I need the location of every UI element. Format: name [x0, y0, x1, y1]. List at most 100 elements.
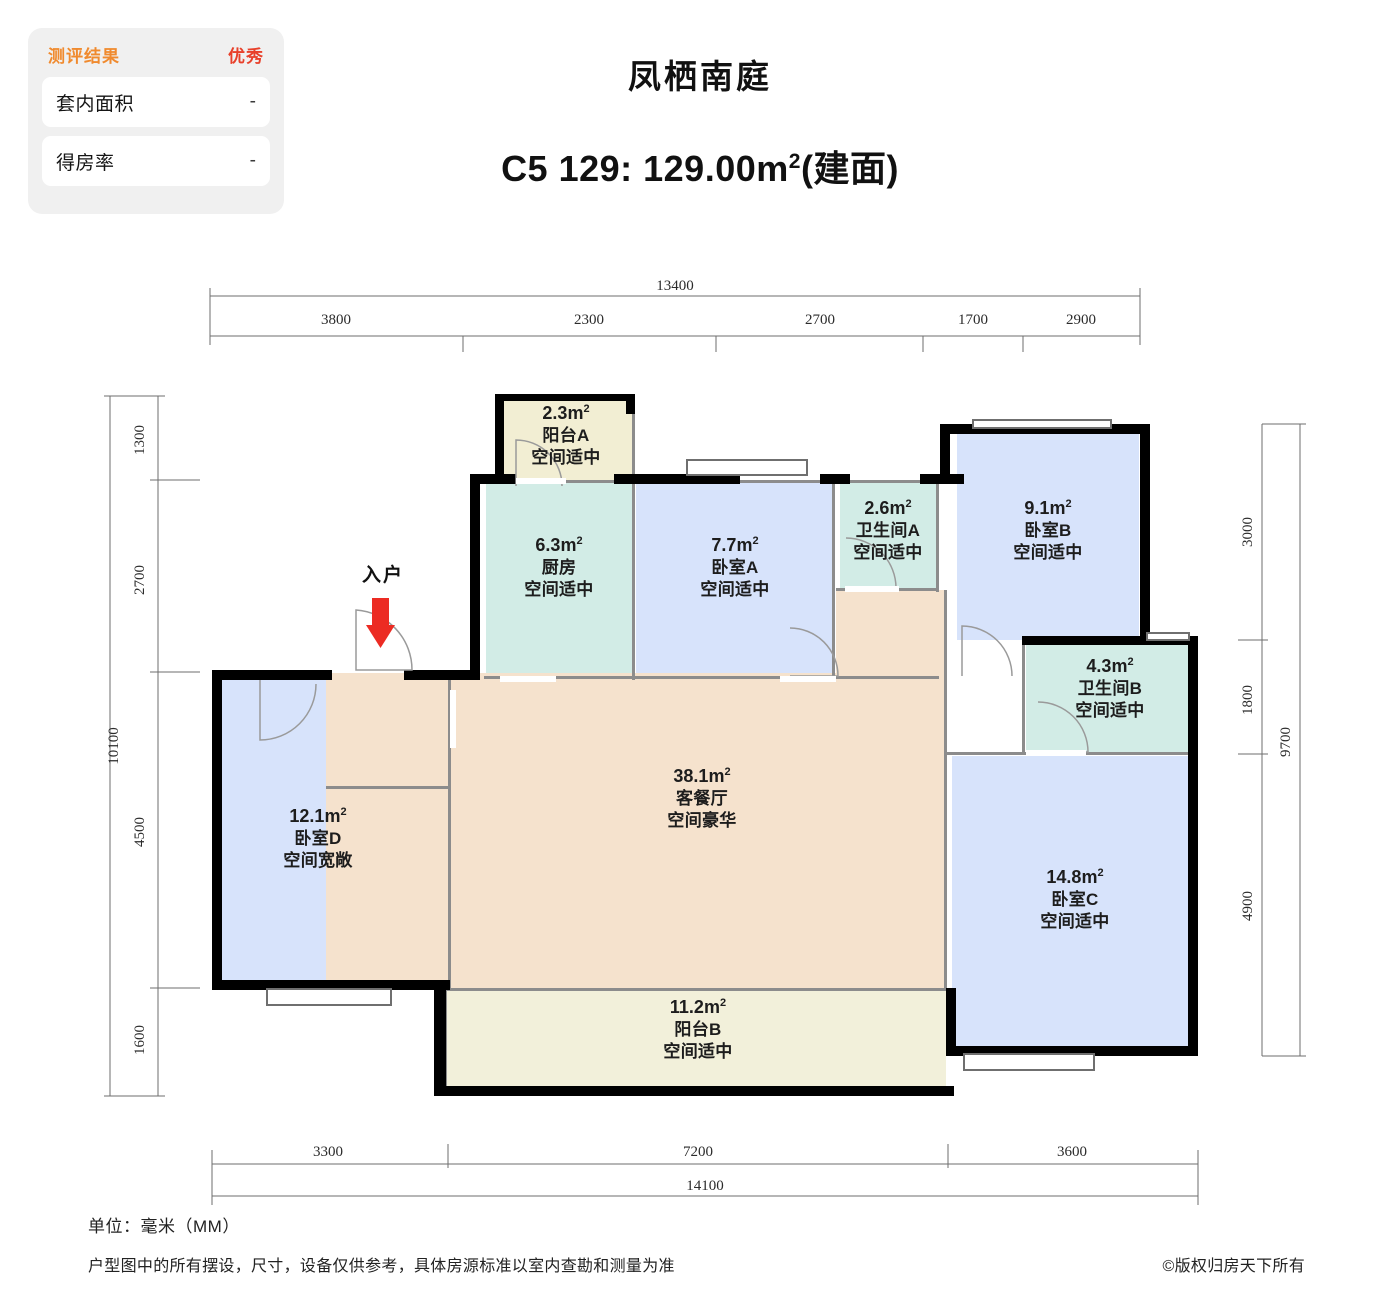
- exterior-wall: [946, 988, 956, 1056]
- room-name: 卫生间A: [855, 521, 921, 541]
- room-name: 卫生间B: [1077, 679, 1143, 699]
- room-comment: 空间适中: [1075, 701, 1145, 721]
- window: [1146, 632, 1190, 641]
- plan-subtitle-sup: 2: [788, 150, 801, 173]
- dim-bottom-seg-2: 7200: [683, 1144, 713, 1160]
- exterior-wall: [1140, 424, 1150, 644]
- room-label-bedroom-b: 9.1m2 卧室B 空间适中: [958, 497, 1138, 565]
- dim-top-seg-1: 3800: [321, 312, 351, 328]
- exterior-wall: [434, 1086, 954, 1096]
- room-kitchen: [486, 482, 632, 679]
- room-label-balcony-a: 2.3m2 阳台A 空间适中: [506, 402, 626, 470]
- room-area: 7.7m2: [711, 535, 759, 555]
- exterior-wall: [820, 474, 850, 484]
- room-name: 客餐厅: [676, 789, 728, 809]
- room-area: 11.2m2: [669, 997, 727, 1017]
- door-opening: [516, 478, 566, 484]
- room-comment: 空间适中: [700, 580, 770, 600]
- door-opening: [845, 586, 899, 592]
- room-name: 卧室B: [1024, 521, 1072, 541]
- evaluation-row-value: -: [249, 91, 256, 112]
- exterior-wall: [495, 394, 504, 482]
- interior-wall: [944, 590, 947, 990]
- interior-wall: [326, 786, 450, 789]
- door-opening: [780, 676, 836, 682]
- room-living-dining-upper: [836, 590, 946, 680]
- window: [266, 988, 392, 1006]
- room-area: 2.3m2: [542, 403, 590, 423]
- plan-subtitle-tail: (建面): [800, 148, 899, 189]
- dim-right-total: 9700: [1278, 727, 1294, 757]
- exterior-wall: [212, 670, 332, 680]
- exterior-wall: [212, 980, 450, 990]
- dim-left-total: 10100: [106, 727, 122, 765]
- window: [963, 1053, 1095, 1071]
- dim-right-seg-3: 4900: [1240, 891, 1256, 921]
- room-area: 2.6m2: [864, 498, 912, 518]
- room-label-living-dining: 38.1m2 客餐厅 空间豪华: [612, 765, 792, 833]
- room-label-bedroom-a: 7.7m2 卧室A 空间适中: [644, 534, 826, 602]
- room-area: 38.1m2: [673, 766, 731, 786]
- door-opening: [450, 690, 456, 748]
- unit-note: 单位：毫米（MM）: [88, 1217, 240, 1236]
- window: [686, 459, 808, 476]
- exterior-wall: [212, 670, 222, 990]
- room-label-bedroom-d: 12.1m2 卧室D 空间宽敞: [228, 805, 408, 873]
- exterior-wall: [946, 1046, 1198, 1056]
- exterior-wall: [1188, 636, 1198, 1056]
- exterior-wall: [626, 394, 635, 414]
- dim-top-total: 13400: [656, 278, 694, 294]
- room-comment: 空间宽敞: [283, 851, 353, 871]
- exterior-wall: [470, 474, 480, 680]
- interior-wall: [632, 394, 635, 482]
- evaluation-card: 测评结果 优秀 套内面积 - 得房率 -: [28, 28, 284, 214]
- room-name: 阳台B: [674, 1020, 722, 1040]
- room-area: 9.1m2: [1024, 498, 1072, 518]
- room-name: 卧室A: [711, 558, 759, 578]
- evaluation-row-inner-area: 套内面积 -: [42, 77, 270, 127]
- exterior-wall: [940, 424, 950, 482]
- dim-top-seg-2: 2300: [574, 312, 604, 328]
- room-comment: 空间适中: [1013, 543, 1083, 563]
- interior-wall: [936, 482, 939, 592]
- door-opening: [1026, 750, 1086, 756]
- evaluation-row-value: -: [249, 150, 256, 171]
- door-opening: [958, 676, 1016, 682]
- room-living-dining: [326, 673, 946, 989]
- entrance-label: 入户: [362, 565, 405, 586]
- room-area: 4.3m2: [1086, 656, 1134, 676]
- evaluation-row-space-ratio: 得房率 -: [42, 136, 270, 186]
- room-area: 14.8m2: [1046, 867, 1104, 887]
- evaluation-header-label: 测评结果: [48, 47, 120, 66]
- room-area: 6.3m2: [535, 535, 583, 555]
- dim-top-seg-4: 1700: [958, 312, 988, 328]
- exterior-wall: [940, 424, 1150, 434]
- dim-bottom-seg-1: 3300: [313, 1144, 343, 1160]
- interior-wall: [444, 988, 950, 991]
- page-title: 凤栖南庭: [628, 58, 772, 95]
- room-balcony-b: [446, 989, 946, 1093]
- exterior-wall: [1022, 636, 1198, 645]
- room-name: 阳台A: [542, 426, 590, 446]
- dim-right-seg-2: 1800: [1240, 685, 1256, 715]
- room-name: 厨房: [541, 558, 577, 578]
- evaluation-row-label: 套内面积: [56, 93, 135, 115]
- exterior-wall: [614, 474, 740, 484]
- room-comment: 空间适中: [531, 448, 601, 468]
- room-label-bathroom-b: 4.3m2 卫生间B 空间适中: [1030, 655, 1190, 723]
- exterior-wall: [404, 670, 474, 680]
- room-name: 卧室C: [1051, 890, 1099, 910]
- room-label-bedroom-c: 14.8m2 卧室C 空间适中: [985, 866, 1165, 934]
- evaluation-header-value: 优秀: [228, 47, 264, 66]
- room-name: 卧室D: [294, 829, 342, 849]
- exterior-wall: [470, 474, 516, 484]
- interior-wall: [1022, 642, 1025, 754]
- dim-left-seg-4: 1600: [132, 1025, 148, 1055]
- evaluation-row-label: 得房率: [56, 152, 115, 174]
- dim-top-seg-3: 2700: [805, 312, 835, 328]
- room-label-balcony-b: 11.2m2 阳台B 空间适中: [608, 996, 788, 1064]
- dim-top-seg-5: 2900: [1066, 312, 1096, 328]
- door-opening: [500, 676, 556, 682]
- dim-left-seg-1: 1300: [132, 425, 148, 455]
